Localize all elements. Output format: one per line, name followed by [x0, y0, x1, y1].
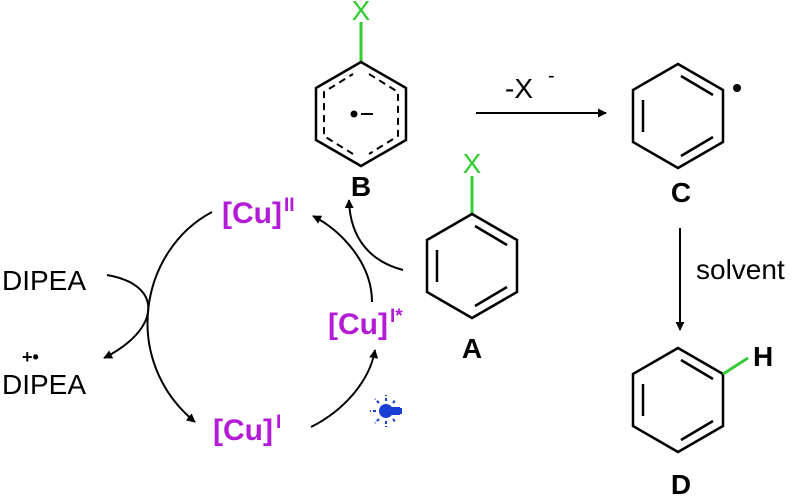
compound-c-structure — [631, 62, 741, 170]
d-ring — [631, 346, 725, 454]
arrow-cu-i-to-cu-i-excited — [310, 349, 379, 428]
d-ring-double-1 — [680, 358, 714, 381]
light-bulb-icon — [370, 395, 402, 427]
compound-a-structure: X — [425, 148, 519, 320]
b-ring-dashed-arc — [368, 73, 399, 155]
svg-text:I: I — [276, 412, 281, 433]
b-substituent-x: X — [352, 0, 371, 26]
svg-text:II: II — [284, 195, 295, 216]
label-loss-x: -X — [505, 73, 533, 104]
b-ring — [314, 60, 408, 168]
c-radical-dot — [733, 84, 741, 92]
a-ring-double-1 — [474, 224, 508, 247]
d-substituent-h: H — [753, 341, 773, 372]
label-a: A — [462, 333, 482, 364]
compound-b-structure: X — [314, 0, 408, 168]
a-substituent-x: X — [463, 148, 482, 179]
cu-i-excited-label: [Cu] I* — [328, 306, 403, 341]
label-loss-charge: - — [548, 65, 555, 87]
label-solvent: solvent — [696, 254, 785, 285]
svg-text:[Cu]: [Cu] — [328, 308, 388, 341]
c-ring — [631, 62, 725, 170]
cu-ii-label: [Cu] II — [222, 195, 295, 230]
c-ring-double-1 — [680, 74, 714, 97]
svg-text:[Cu]: [Cu] — [213, 414, 273, 447]
b-radical-dot — [350, 110, 358, 118]
compound-d-structure — [631, 346, 749, 454]
svg-text:I*: I* — [390, 306, 403, 327]
a-ring-double-2 — [474, 285, 508, 308]
arrow-dipea-oxidation — [103, 274, 150, 359]
cu-i-label: [Cu] I — [213, 412, 281, 447]
arrow-cu-ii-to-cu-i — [146, 211, 213, 423]
c-ring-double-2 — [680, 135, 714, 158]
arrow-a-to-b — [344, 199, 404, 271]
svg-text:[Cu]: [Cu] — [222, 197, 282, 230]
label-b: B — [351, 171, 371, 202]
arrow-cu-i-excited-to-cu-ii — [312, 215, 373, 303]
label-c: C — [671, 177, 691, 208]
label-radical-cation-mark: +• — [22, 347, 39, 367]
label-dipea: DIPEA — [2, 265, 86, 296]
d-c-h-bond — [722, 356, 749, 376]
label-dipea-radical-cation: DIPEA — [2, 369, 86, 400]
d-ring-double-2 — [680, 419, 714, 442]
b-ring-dashed-arc-left — [323, 73, 354, 155]
a-ring — [425, 212, 519, 320]
label-d: D — [671, 469, 691, 499]
